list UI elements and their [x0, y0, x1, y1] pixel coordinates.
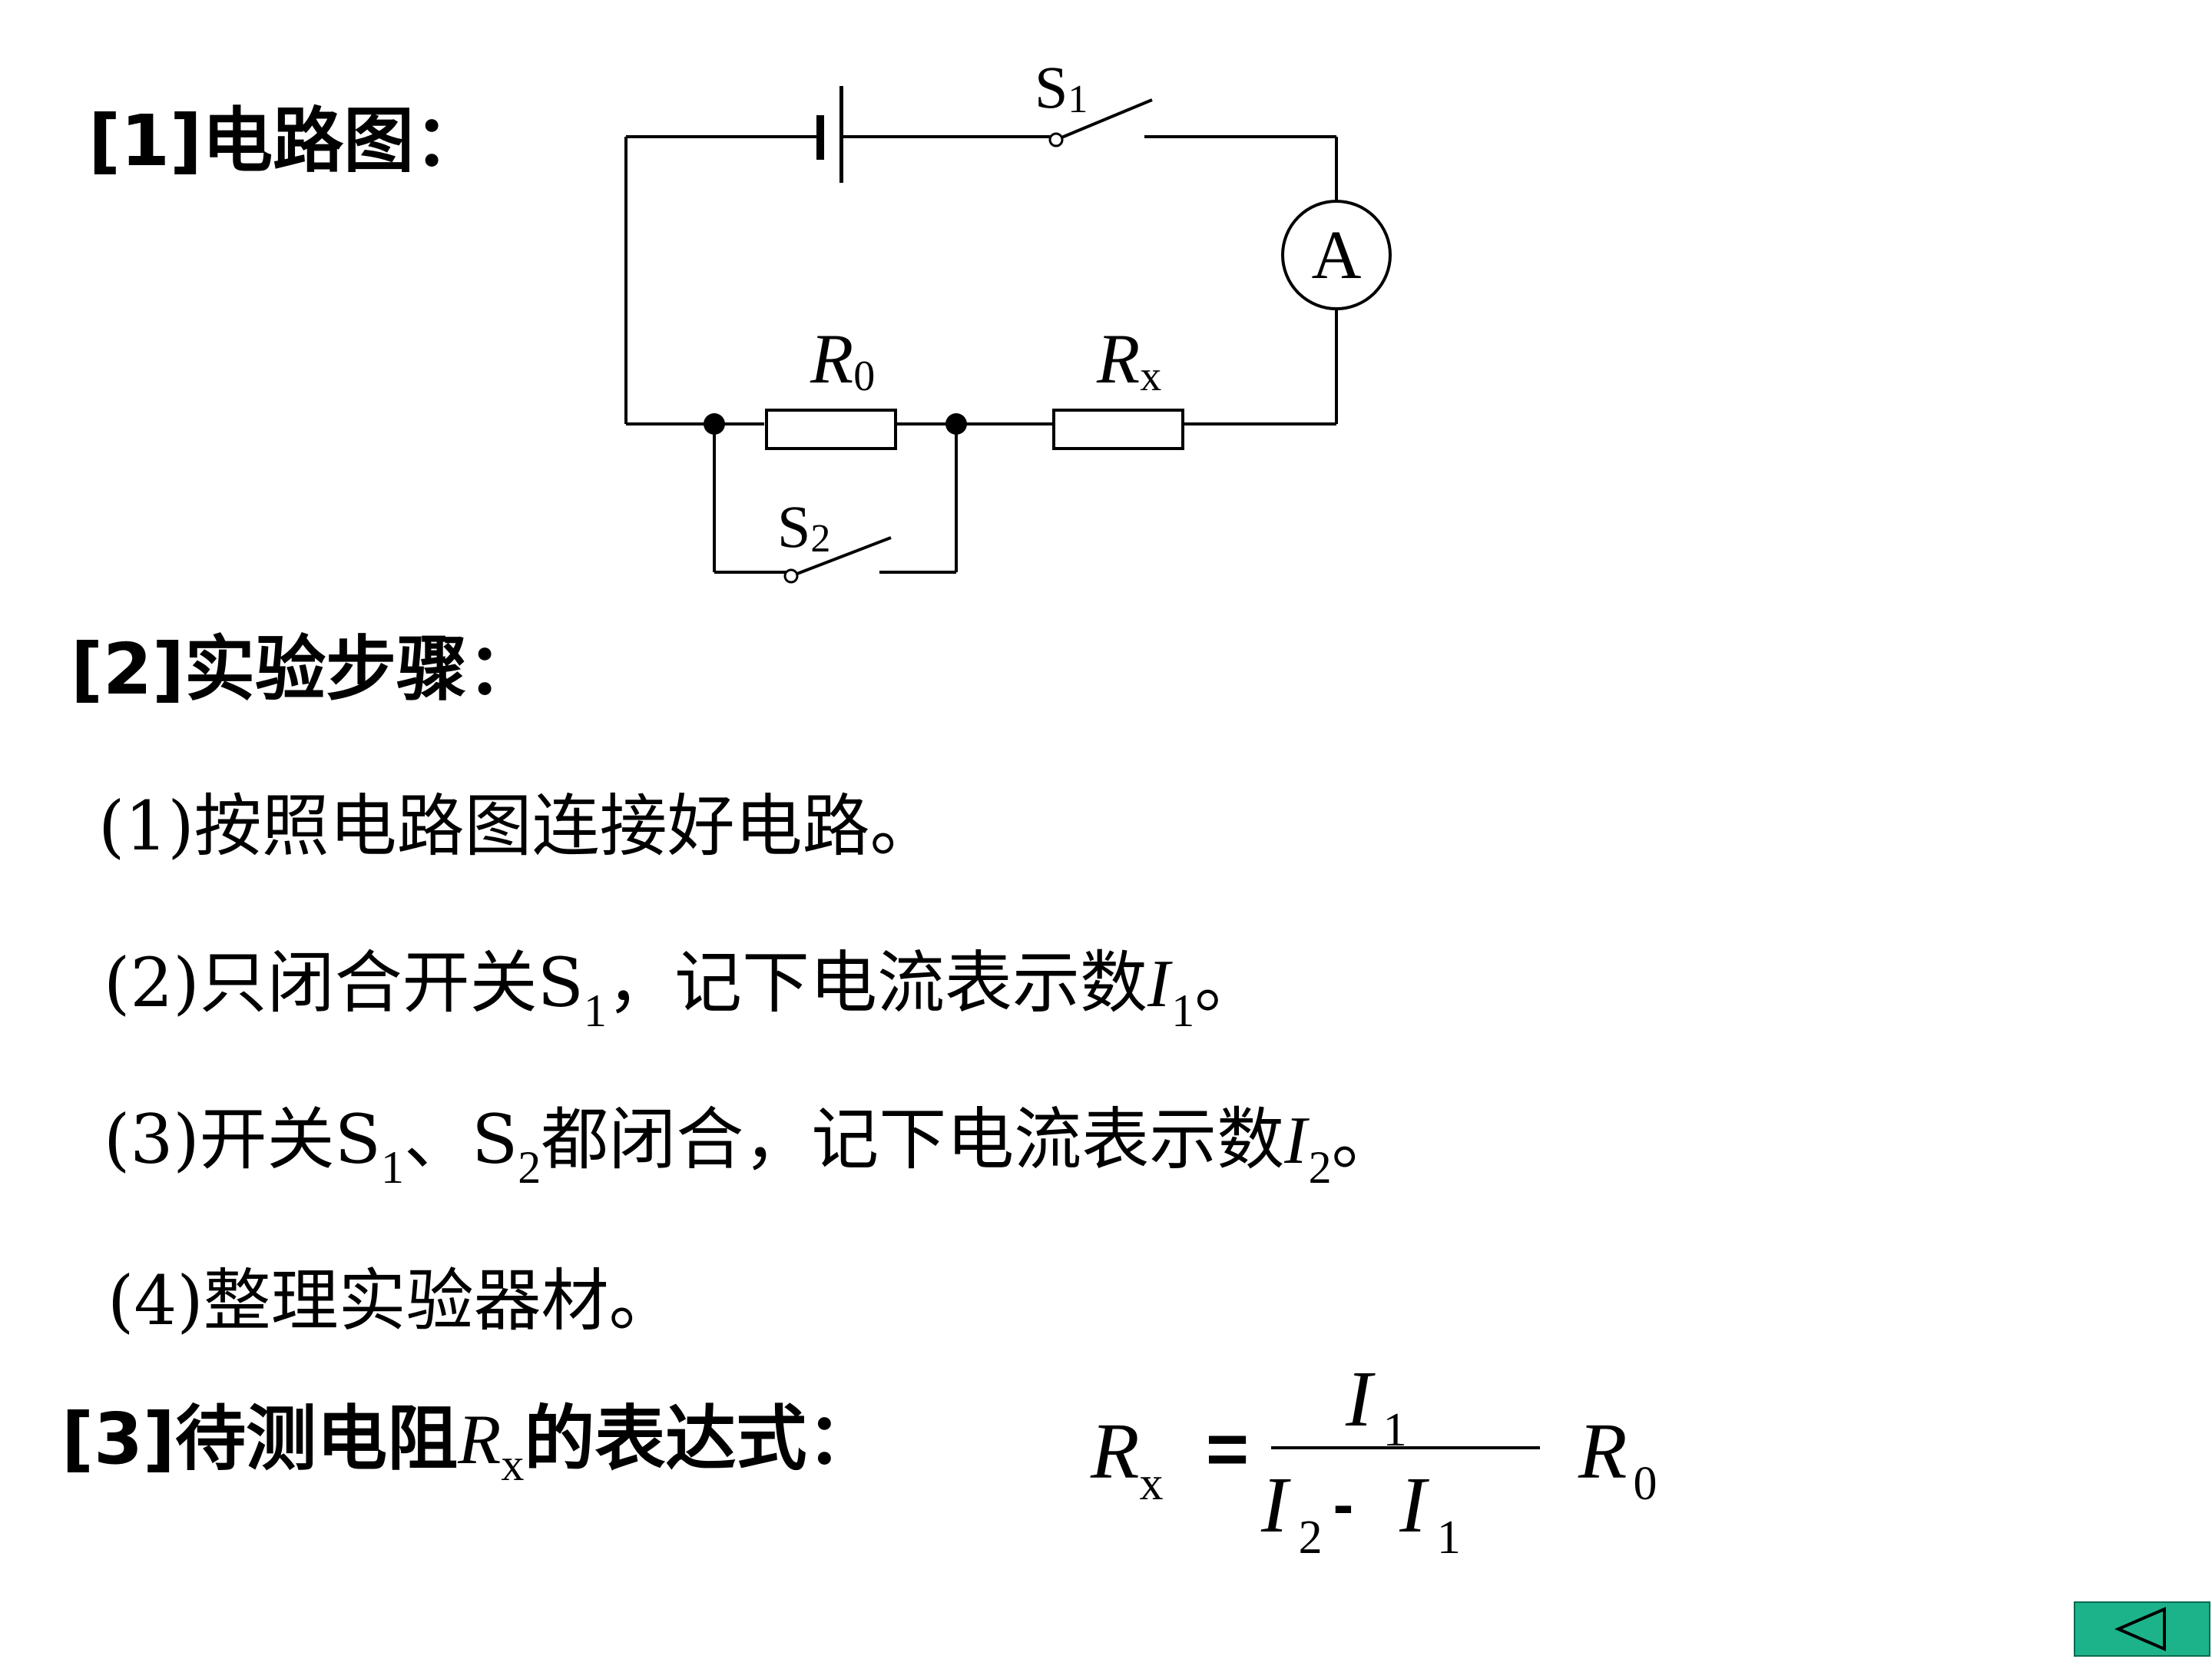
step-3-text-b: 、S	[403, 1100, 518, 1179]
step-2-switch-sub: 1	[583, 985, 607, 1036]
resistor-r0	[765, 409, 897, 450]
resistor-rx	[1052, 409, 1184, 450]
step-2-var-sub: 1	[1171, 985, 1195, 1036]
section1-heading: [1]电路图：	[88, 100, 485, 182]
section3-label-b: 的表达式：	[524, 1398, 878, 1480]
section3-var: R	[458, 1400, 502, 1479]
ammeter-label: A	[1312, 217, 1362, 293]
step-3-text-a: 开关S	[199, 1100, 381, 1179]
section3-label-a: [3]待测电阻	[61, 1398, 459, 1480]
triangle-left-icon	[2114, 1606, 2166, 1652]
ammeter-icon	[1281, 200, 1392, 310]
step-2-text-a: 只闭合开关S	[199, 943, 584, 1022]
step-1-text: 按照电路图连接好电路。	[194, 786, 938, 866]
step-3-number: (3)	[104, 1100, 200, 1179]
section2-heading: [2]实验步骤：	[71, 628, 538, 710]
switch1-pivot	[1048, 132, 1064, 147]
section3-heading: [3]待测电阻Rx的表达式：	[61, 1404, 877, 1488]
switch2-label: S2	[777, 493, 830, 561]
step-3-sub-b: 2	[518, 1142, 541, 1193]
switch2-blade	[790, 536, 892, 578]
formula-fraction-bar	[1271, 1446, 1540, 1449]
junction-node	[704, 413, 725, 435]
step-4-number: (4)	[108, 1261, 204, 1340]
step-4-text: 整理实验器材。	[203, 1261, 677, 1340]
section3-var-sub: x	[501, 1439, 525, 1490]
step-3-end: 。	[1331, 1100, 1399, 1179]
step-3-text-c: 都闭合，记下电流表示数	[541, 1100, 1285, 1179]
step-4: (4)整理实验器材。	[108, 1267, 677, 1335]
step-1-number: (1)	[98, 786, 194, 866]
step-2: (2)只闭合开关S1，记下电流表示数I1。	[104, 949, 1262, 1035]
r0-label: R0	[810, 320, 875, 400]
step-3: (3)开关S1、S2都闭合，记下电流表示数I2。	[104, 1104, 1399, 1191]
formula-equals: =	[1206, 1408, 1250, 1490]
battery-short-plate	[816, 115, 824, 160]
step-3-var-sub: 2	[1308, 1142, 1332, 1193]
step-1: (1)按照电路图连接好电路。	[98, 793, 938, 860]
switch1-label: S1	[1035, 54, 1088, 121]
formula-lhs: Rx	[1091, 1407, 1164, 1510]
back-button[interactable]	[2074, 1601, 2210, 1657]
step-3-sub-a: 1	[380, 1142, 404, 1193]
rx-label: Rx	[1096, 320, 1161, 400]
step-2-number: (2)	[104, 943, 200, 1022]
step-3-var: I	[1284, 1104, 1307, 1178]
junction-node	[945, 413, 967, 435]
battery-long-plate	[839, 86, 843, 183]
step-2-var: I	[1147, 947, 1171, 1022]
switch1-blade	[1055, 98, 1153, 141]
switch2-pivot	[783, 568, 799, 584]
step-2-text-b: ，记下电流表示数	[606, 943, 1147, 1022]
step-2-end: 。	[1194, 943, 1263, 1022]
